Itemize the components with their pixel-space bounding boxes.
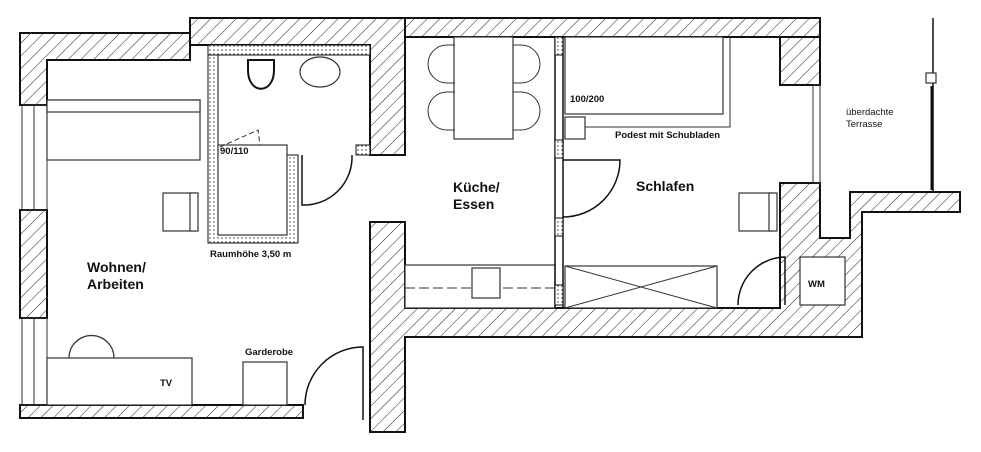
- toilet-icon: [247, 59, 275, 90]
- room-label-terrasse-2: Terrasse: [846, 119, 882, 130]
- wohnen-furniture: [46, 99, 364, 420]
- entrance-door[interactable]: [304, 346, 364, 420]
- room-label-essen: Essen: [453, 196, 494, 212]
- bathroom: [207, 44, 371, 244]
- tv-label: TV: [160, 378, 173, 389]
- sink-icon: [299, 56, 341, 88]
- labels: Wohnen/ Arbeiten Küche/ Essen Schlafen ü…: [87, 94, 894, 389]
- wm-label: WM: [808, 279, 825, 290]
- utility-door[interactable]: [737, 256, 786, 306]
- room-label-arbeiten: Arbeiten: [87, 276, 144, 292]
- room-label-kueche: Küche/: [453, 179, 500, 195]
- shower-size-label: 90/110: [220, 146, 249, 157]
- room-label-schlafen: Schlafen: [636, 178, 694, 194]
- room-height-label: Raumhöhe 3,50 m: [210, 249, 291, 260]
- room-label-terrasse-1: überdachte: [846, 107, 894, 118]
- bedroom-furniture: [564, 36, 846, 309]
- room-label-wohnen: Wohnen/: [87, 259, 146, 275]
- kitchen-furniture: [404, 36, 621, 309]
- bathroom-door[interactable]: [301, 154, 353, 206]
- bed-size-label: 100/200: [570, 94, 604, 105]
- garderobe-label: Garderobe: [245, 347, 293, 358]
- kitchen-sink-icon: [471, 267, 501, 299]
- podest-label: Podest mit Schubladen: [615, 130, 720, 141]
- bedroom-door[interactable]: [562, 159, 621, 218]
